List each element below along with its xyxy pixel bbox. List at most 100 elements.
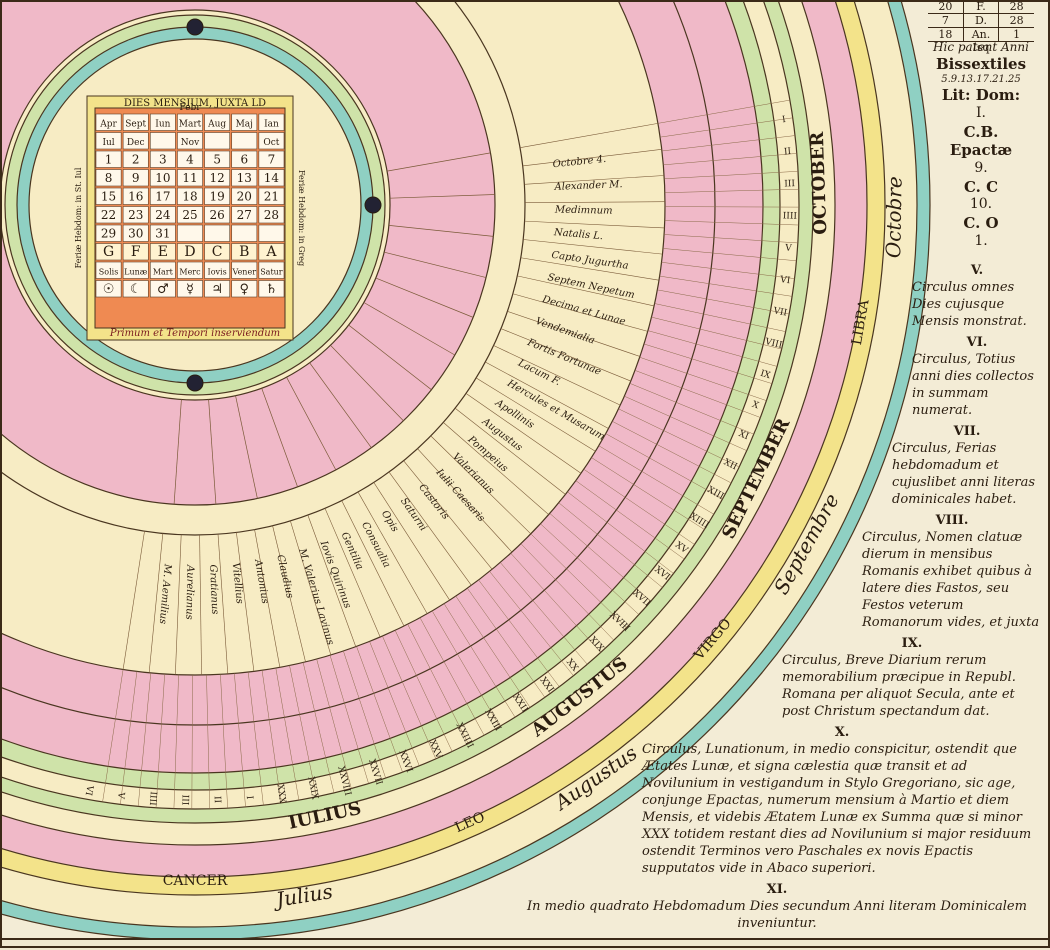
center-left-label: Feriæ Hebdom: in St. Iul [74, 167, 83, 268]
day-cell: 2 [132, 153, 140, 167]
co-label: C. O [922, 214, 1040, 233]
moon-phase-icon [187, 19, 203, 35]
day-cell: 27 [237, 208, 252, 222]
month-header: Iun [155, 120, 170, 130]
febr-label: Febr [179, 103, 201, 113]
weekday-name: Merc [179, 268, 201, 277]
lunation-numeral: III [784, 179, 795, 189]
day-cell-bg [205, 225, 230, 242]
legend-number: VIII. [862, 512, 1042, 529]
lunation-numeral: VI [83, 784, 95, 797]
day-cell: 12 [210, 171, 225, 185]
center-right-label: Feriæ Hebdom: in Greg [297, 170, 306, 266]
day-cell: 4 [186, 153, 194, 167]
co-value: 1. [922, 233, 1040, 251]
month-header-bg [232, 133, 257, 150]
lunation-numeral: II [212, 796, 222, 804]
table-cell: 7 [928, 14, 963, 27]
day-cell: 17 [155, 190, 170, 204]
day-cell: 16 [128, 190, 143, 204]
table-row: 20 F. 28 [928, 0, 1034, 14]
day-cell: 26 [210, 208, 225, 222]
dominical-letter: D [184, 244, 195, 260]
zodiac-label: CANCER [163, 873, 228, 889]
bissextile-years: 5.9.13.17.21.25 [922, 74, 1040, 87]
legend-item-v: V. Circulus omnes Dies cujusque Mensis m… [912, 262, 1042, 330]
cb-label: C.B. [922, 123, 1040, 142]
legend-description: Circulus, Totius anni dies collectos in … [912, 352, 1034, 418]
lunation-numeral: IIII [147, 791, 158, 806]
day-cell: 23 [128, 208, 143, 222]
legend-description: Circulus omnes Dies cujusque Mensis mons… [912, 280, 1027, 329]
legend-text: V. Circulus omnes Dies cujusque Mensis m… [512, 262, 1042, 936]
lunation-numeral: III [179, 794, 189, 805]
legend-number: XI. [512, 881, 1042, 898]
day-cell: 18 [182, 190, 197, 204]
day-cell: 3 [159, 153, 167, 167]
table-cell: 20 [928, 0, 963, 13]
day-cell: 29 [101, 227, 116, 241]
day-cell: 15 [101, 190, 116, 204]
dominical-letter: B [239, 244, 249, 260]
weekday-name: Vener [232, 268, 257, 277]
planet-symbol: ☉ [103, 282, 115, 297]
month-header: Sept [125, 120, 146, 130]
legend-item-x: X. Circulus, Lunationum, in medio conspi… [642, 724, 1042, 877]
lit-dom-label: Lit: Dom: [922, 86, 1040, 105]
bissextiles-box: Hic patent Anni Bissextiles 5.9.13.17.21… [922, 40, 1040, 250]
day-cell: 10 [155, 171, 170, 185]
month-header: Maj [236, 120, 253, 130]
planet-symbol: ♄ [266, 282, 278, 297]
legend-item-ix: IX. Circulus, Breve Diarium rerum memora… [782, 635, 1042, 720]
day-cell: 22 [101, 208, 116, 222]
day-cell: 19 [210, 190, 225, 204]
month-header: Aug [207, 120, 226, 130]
weekday-name: Lunæ [124, 268, 148, 277]
legend-item-viii: VIII. Circulus, Nomen clatuæ dierum in m… [862, 512, 1042, 631]
latin-entry: Medimnum [554, 205, 613, 217]
day-cell: 9 [132, 171, 140, 185]
day-cell: 25 [182, 208, 197, 222]
top-table: 20 F. 28 7 D. 28 18 An. Isq 1 [928, 0, 1034, 42]
month-header-bg [150, 133, 175, 150]
bissextile-title: Bissextiles [922, 55, 1040, 74]
cc-value: 10. [922, 196, 1040, 214]
day-cell-bg [259, 225, 284, 242]
table-row: 7 D. 28 [928, 14, 1034, 28]
legend-number: VI. [912, 334, 1042, 351]
legend-description: Circulus, Lunationum, in medio conspicit… [642, 742, 1031, 876]
month-header: Ian [264, 120, 279, 130]
day-cell: 14 [264, 171, 280, 185]
legend-description: Circulus, Nomen clatuæ dierum in mensibu… [862, 530, 1039, 630]
dominical-letter: C [212, 244, 223, 260]
day-cell: 24 [155, 208, 171, 222]
lit-dom-value: I. [922, 105, 1040, 123]
epactae-label: Epactæ [922, 141, 1040, 160]
weekday-name: Satur [260, 268, 283, 277]
month-header: Oct [263, 138, 279, 148]
weekday-name: Solis [99, 268, 119, 277]
day-cell: 20 [237, 190, 252, 204]
bottom-margin [0, 938, 1050, 950]
table-cell: 28 [998, 14, 1034, 27]
planet-symbol: ♀ [240, 282, 250, 297]
planet-symbol: ☾ [130, 282, 142, 297]
legend-number: VII. [892, 423, 1042, 440]
bissextile-intro: Hic patent Anni [922, 40, 1040, 55]
day-cell: 31 [155, 227, 170, 241]
day-cell-bg [177, 225, 202, 242]
planet-symbol: ♃ [211, 282, 223, 297]
table-cell: 28 [998, 0, 1034, 13]
dominical-letter: G [103, 244, 114, 260]
planet-symbol: ☿ [186, 282, 194, 297]
month-header: Apr [99, 120, 117, 130]
table-cell: F. [963, 0, 999, 13]
cc-label: C. C [922, 178, 1040, 197]
day-cell: 7 [268, 153, 276, 167]
latin-entry: Gratianus [207, 564, 220, 614]
month-header-bg [205, 133, 230, 150]
legend-item-vii: VII. Circulus, Ferias hebdomadum et cuju… [892, 423, 1042, 508]
day-cell: 5 [213, 153, 221, 167]
month-label: OCTOBER [807, 130, 832, 235]
day-cell: 1 [105, 153, 113, 167]
